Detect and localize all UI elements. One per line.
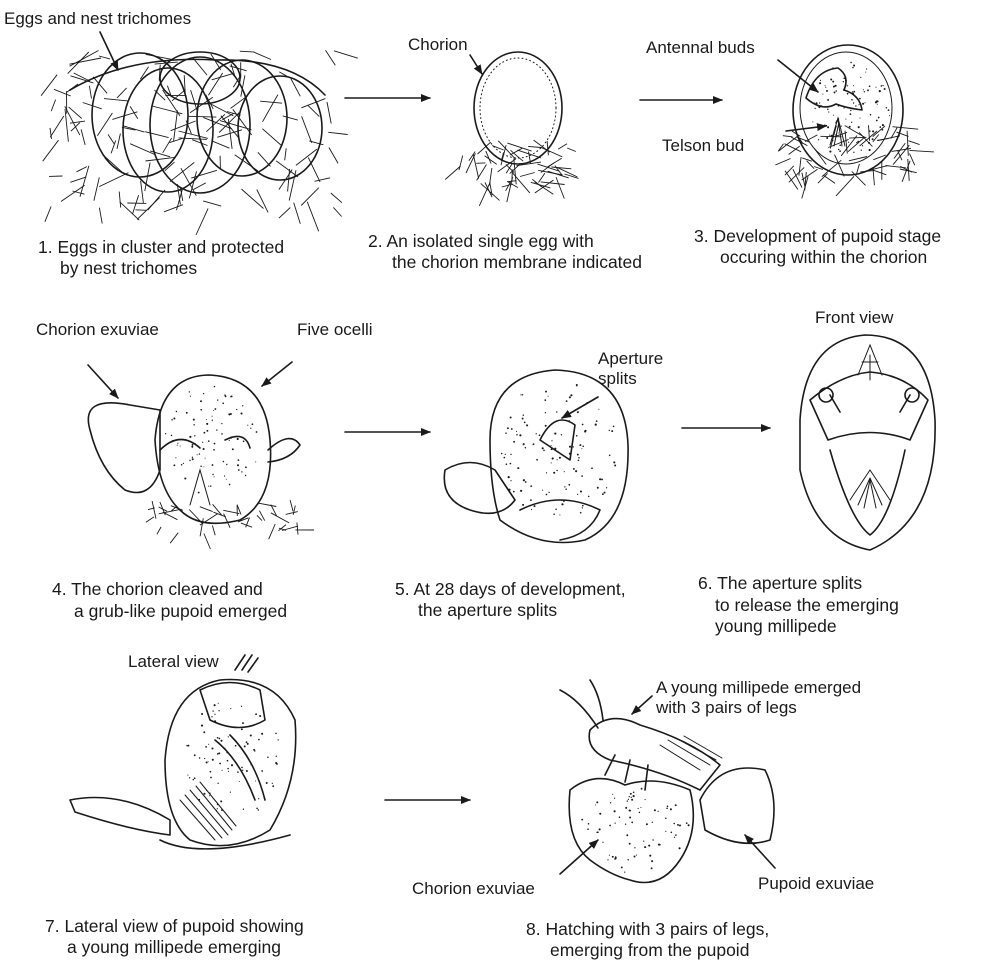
label-eggs-and-nest-trichomes: Eggs and nest trichomes	[4, 8, 191, 30]
label-pointer-young-millipede	[632, 696, 652, 714]
caption-stage7-line1: 7. Lateral view of pupoid showing	[45, 915, 304, 937]
egg-trichomes	[445, 140, 578, 206]
label-pointer-five-ocelli	[262, 362, 292, 386]
caption-stage8-line2: emerging from the pupoid	[550, 939, 749, 961]
nest-trichomes	[41, 50, 358, 235]
label-pointer-chorion	[470, 55, 482, 74]
label-front-view: Front view	[815, 307, 893, 329]
caption-stage3-line1: 3. Development of pupoid stage	[694, 225, 941, 247]
label-pointer-aperture	[562, 397, 598, 418]
single-egg-drawing	[445, 52, 578, 206]
label-five-ocelli: Five ocelli	[297, 319, 373, 341]
front-view-drawing	[800, 335, 935, 550]
lateral-view-drawing	[70, 655, 296, 849]
caption-stage8-line1: 8. Hatching with 3 pairs of legs,	[526, 918, 769, 940]
caption-stage2-line1: 2. An isolated single egg with	[368, 230, 594, 252]
label-pointer-eggs	[100, 32, 118, 70]
label-pupoid-exuviae: Pupoid exuviae	[758, 873, 874, 895]
caption-stage6-line3: young millipede	[715, 615, 837, 637]
caption-stage5-line1: 5. At 28 days of development,	[395, 578, 626, 600]
caption-stage3-line2: occuring within the chorion	[720, 246, 927, 268]
label-pointer-chorion-exuviae-8	[560, 840, 598, 874]
caption-stage5-line2: the aperture splits	[418, 599, 557, 621]
caption-stage1-line1: 1. Eggs in cluster and protected	[38, 236, 284, 258]
caption-stage7-line2: a young millipede emerging	[67, 936, 281, 958]
label-pointer-telson-bud	[786, 126, 826, 131]
chorion-trichomes	[775, 125, 934, 198]
pupoid-trichomes	[146, 500, 314, 549]
pupoid-in-chorion-drawing	[775, 45, 934, 198]
pupoid-emerged-drawing	[88, 375, 314, 549]
caption-stage2-line2: the chorion membrane indicated	[392, 251, 642, 273]
aperture-splits-drawing	[444, 370, 628, 543]
label-chorion: Chorion	[408, 34, 468, 56]
egg-cluster-drawing	[41, 50, 358, 235]
label-pointer-antennal-buds	[778, 60, 818, 92]
label-young-millipede-line1: A young millipede emerged	[656, 677, 861, 699]
caption-stage6-line2: to release the emerging	[715, 594, 899, 616]
caption-stage4-line1: 4. The chorion cleaved and	[52, 578, 263, 600]
label-aperture: Aperture	[598, 348, 663, 370]
label-lateral-view: Lateral view	[128, 651, 219, 673]
label-antennal-buds: Antennal buds	[646, 37, 755, 59]
caption-stage1-line2: by nest trichomes	[60, 257, 197, 279]
caption-stage4-line2: a grub-like pupoid emerged	[74, 600, 287, 622]
label-young-millipede-line2: with 3 pairs of legs	[656, 697, 797, 719]
label-chorion-exuviae-stage8: Chorion exuviae	[412, 878, 535, 900]
caption-stage6-line1: 6. The aperture splits	[698, 572, 862, 594]
label-telson-bud: Telson bud	[662, 135, 744, 157]
label-splits: splits	[598, 368, 637, 390]
label-pointer-chorion-exuviae-4	[88, 365, 118, 398]
label-chorion-exuviae-stage4: Chorion exuviae	[36, 319, 159, 341]
